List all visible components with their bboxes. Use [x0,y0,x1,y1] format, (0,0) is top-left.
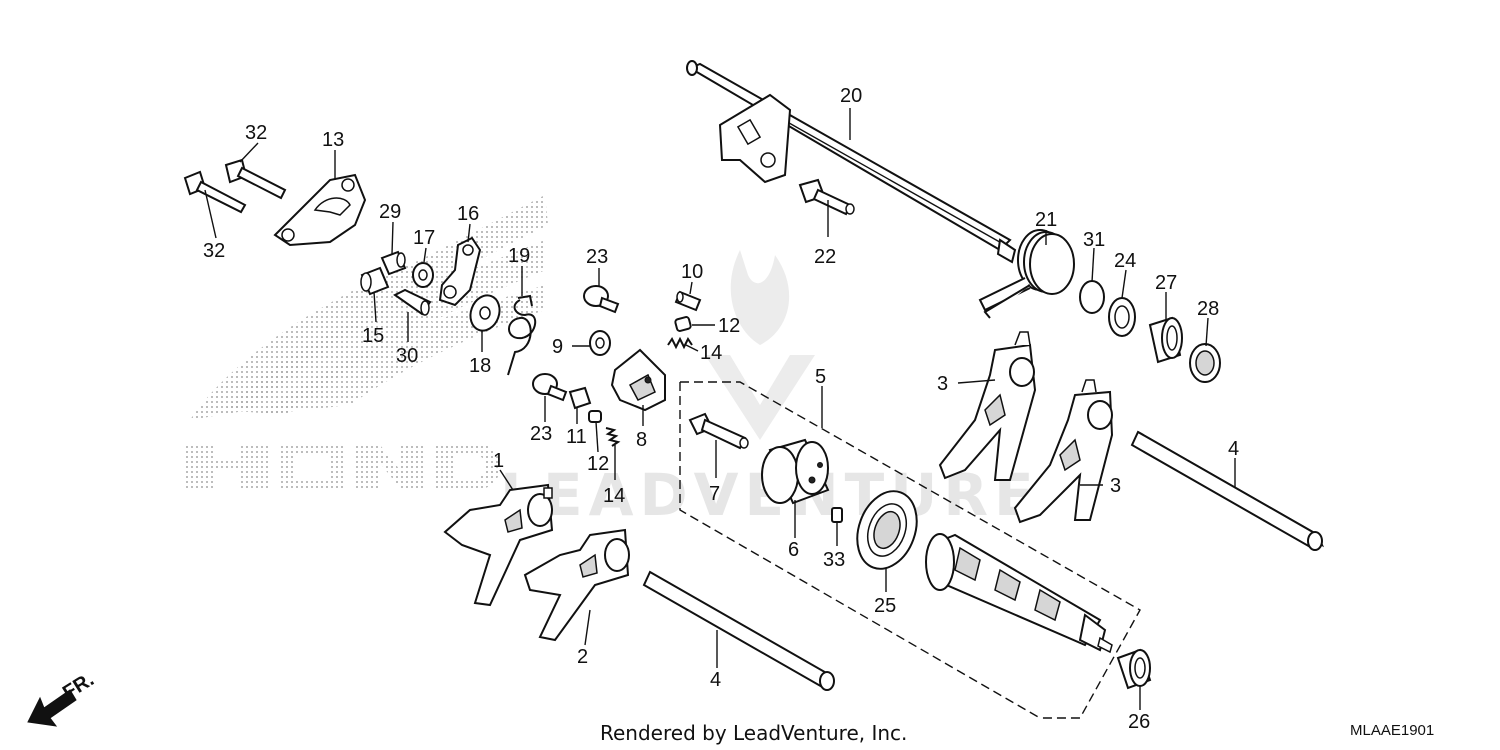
callout-15: 15 [362,325,384,347]
callout-7: 7 [709,483,720,505]
part-1-shift-fork [443,483,554,607]
callout-30: 30 [396,345,418,367]
callout-18: 18 [469,355,491,377]
part-23-bolt-b [532,373,568,402]
callout-3-a: 3 [937,373,948,395]
callout-12-a: 12 [718,315,740,337]
part-22-bolt [798,178,855,216]
part-32-bolt-b [183,170,247,214]
callout-14-b: 14 [603,485,625,507]
part-7-bolt [688,412,749,450]
part-27-bearing [1148,316,1183,364]
footer-credit: Rendered by LeadVenture, Inc. [600,721,907,745]
part-14-spring-a [667,336,693,350]
callout-labels: 20 22 21 31 24 27 28 3 3 4 4 5 6 7 8 9 1… [203,85,1239,733]
callout-8: 8 [636,429,647,451]
part-2-shift-fork [523,528,630,642]
part-3-shift-fork-b [1013,379,1114,524]
part-4-fork-shaft-left [642,570,835,691]
part-33-dowel-pin [831,507,843,523]
part-8-shift-plate [610,348,666,412]
front-direction-indicator: FR. [27,669,98,727]
part-16-stopper-arm [438,236,482,307]
leader-lines [204,108,1236,710]
callout-17: 17 [413,227,435,249]
callout-32-a: 32 [245,122,267,144]
callout-27: 27 [1155,272,1177,294]
part-10-pin [674,290,702,312]
part-5-shift-drum [925,533,1113,654]
part-19-stopper-spring [507,294,537,376]
part-13-plate [273,173,367,247]
callout-31: 31 [1083,229,1105,251]
callout-28: 28 [1197,298,1219,320]
callout-6: 6 [788,539,799,561]
arrow-down-left-icon [27,689,77,727]
callout-26: 26 [1128,711,1150,733]
callout-22: 22 [814,246,836,268]
part-31-circlip [1079,280,1105,314]
part-21-return-spring [978,229,1075,319]
callout-23-b: 23 [530,423,552,445]
part-11-block [568,386,592,410]
callout-29: 29 [379,201,401,223]
callout-21: 21 [1035,209,1057,231]
part-24-washer [1108,297,1136,337]
part-4-fork-shaft-right [1130,430,1324,551]
part-6-drum-center [761,438,830,505]
callout-23-a: 23 [586,246,608,268]
part-32-bolt-a [224,158,287,200]
callout-5: 5 [815,366,826,388]
diagram-code: MLAAE1901 [1350,722,1434,739]
callout-11: 11 [566,426,587,448]
part-23-bolt-a [583,285,620,314]
callout-14-a: 14 [700,342,722,364]
part-28-oil-seal [1189,343,1221,383]
callout-20: 20 [840,85,862,107]
part-9-washer [589,330,611,356]
part-12-roller-a [674,316,692,332]
callout-24: 24 [1114,250,1136,272]
callout-3-b: 3 [1110,475,1121,497]
callout-12-b: 12 [587,453,609,475]
callout-4-a: 4 [1228,438,1239,460]
callout-25: 25 [874,595,896,617]
part-25-bearing [856,490,918,570]
callout-1: 1 [493,450,504,472]
callout-10: 10 [681,261,703,283]
callout-13: 13 [322,129,344,151]
part-20-gearshift-spindle [686,60,1017,264]
callout-16: 16 [457,203,479,225]
part-12-roller-b [588,410,602,423]
callout-2: 2 [577,646,588,668]
callout-33: 33 [823,549,845,571]
part-26-bearing [1116,648,1152,690]
part-14-spring-b [605,427,621,447]
part-17-washer [412,262,434,288]
callout-9: 9 [552,336,563,358]
part-3-shift-fork-a [938,331,1037,481]
assembly-outline [679,381,1141,719]
callout-32-b: 32 [203,240,225,262]
part-30-collar [393,288,432,316]
part-15-collar [360,266,390,296]
callout-19: 19 [508,245,530,267]
part-18-washer [469,294,501,332]
callout-4-b: 4 [710,669,721,691]
